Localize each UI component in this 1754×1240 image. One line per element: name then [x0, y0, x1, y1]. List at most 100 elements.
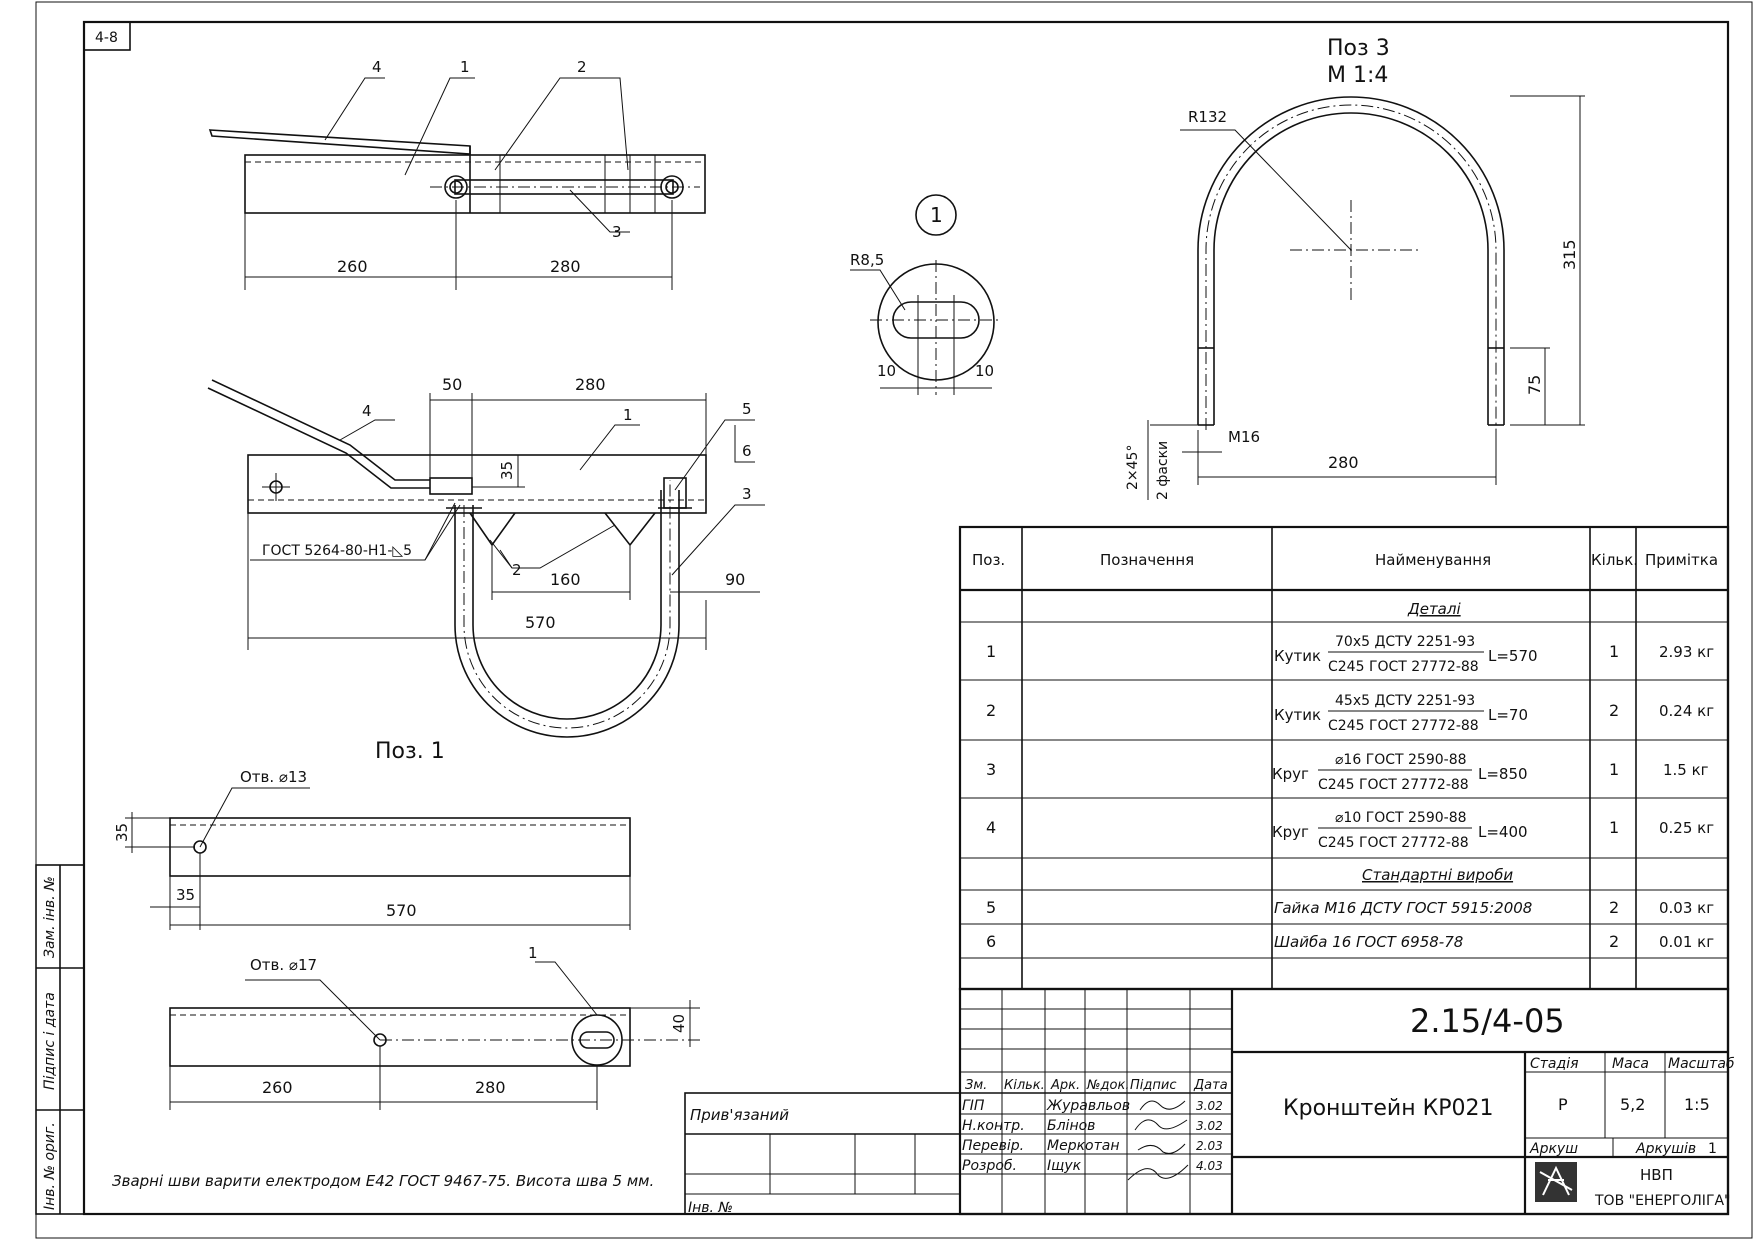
spec-row-2: 2 Кутик 45х5 ДСТУ 2251-93 С245 ГОСТ 2777…	[986, 693, 1714, 734]
pos3-title-2: М 1:4	[1327, 63, 1388, 88]
svg-text:1: 1	[1708, 1141, 1717, 1157]
svg-text:С245 ГОСТ 27772-88: С245 ГОСТ 27772-88	[1328, 718, 1479, 734]
corner-box	[83, 21, 131, 51]
svg-text:Р: Р	[1558, 1095, 1568, 1114]
front-dim-90: 90	[725, 570, 745, 589]
svg-text:Дата: Дата	[1193, 1078, 1228, 1093]
svg-text:ТОВ "ЕНЕРГОЛІГА": ТОВ "ЕНЕРГОЛІГА"	[1594, 1193, 1731, 1209]
pos3-title-1: Поз 3	[1327, 36, 1390, 61]
svg-text:0.01 кг: 0.01 кг	[1659, 933, 1714, 951]
svg-text:Перевір.: Перевір.	[962, 1138, 1024, 1154]
svg-text:1: 1	[1609, 642, 1619, 661]
inv-no-label: Інв. №	[688, 1200, 733, 1216]
spec-table: Поз. Позначення Найменування Кільк. Прим…	[958, 525, 1730, 991]
svg-text:⌀10 ГОСТ 2590-88: ⌀10 ГОСТ 2590-88	[1335, 810, 1467, 826]
svg-text:Арк.: Арк.	[1050, 1078, 1080, 1093]
svg-text:Зм.: Зм.	[965, 1078, 987, 1093]
svg-text:1:5: 1:5	[1684, 1095, 1710, 1114]
doc-code: 2.15/4-05	[1410, 1002, 1565, 1040]
svg-text:С245 ГОСТ 27772-88: С245 ГОСТ 27772-88	[1328, 659, 1479, 675]
weld-instructions: Зварні шви варити електродом Е42 ГОСТ 94…	[112, 1172, 654, 1190]
svg-text:С245 ГОСТ 27772-88: С245 ГОСТ 27772-88	[1318, 777, 1469, 793]
svg-text:2: 2	[986, 701, 996, 720]
pos1a-dim-35v: 35	[113, 823, 131, 842]
corner-code: 4-8	[95, 30, 118, 46]
svg-text:5: 5	[986, 898, 996, 917]
front-dim-280: 280	[575, 375, 606, 394]
svg-text:Шайба 16 ГОСТ 6958-78: Шайба 16 ГОСТ 6958-78	[1274, 933, 1463, 951]
front-callout-4: 4	[362, 402, 372, 420]
svg-text:Круг: Круг	[1272, 823, 1309, 841]
svg-text:№док.: №док.	[1086, 1078, 1129, 1093]
svg-text:Меркотан: Меркотан	[1047, 1138, 1120, 1154]
svg-text:2: 2	[1609, 932, 1619, 951]
svg-text:4.03: 4.03	[1196, 1159, 1223, 1173]
svg-text:С245 ГОСТ 27772-88: С245 ГОСТ 27772-88	[1318, 835, 1469, 851]
weld-note: ГОСТ 5264-80-Н1-◺5	[262, 543, 412, 559]
pos1b-dim-280: 280	[475, 1078, 506, 1097]
hole13-label: Отв. ⌀13	[240, 768, 307, 786]
svg-text:6: 6	[986, 932, 996, 951]
pos3-view: Поз 3 М 1:4 R132 315 75 280 М16 2×45° 2 …	[1125, 36, 1585, 500]
svg-text:L=70: L=70	[1488, 706, 1528, 724]
org-logo	[1535, 1162, 1577, 1202]
svg-text:Круг: Круг	[1272, 765, 1309, 783]
spec-row-6: 6 Шайба 16 ГОСТ 6958-78 2 0.01 кг	[986, 932, 1714, 951]
svg-text:Кільк.: Кільк.	[1004, 1078, 1045, 1093]
svg-text:Блінов: Блінов	[1047, 1118, 1095, 1134]
spec-header-note: Примітка	[1645, 551, 1718, 569]
svg-text:ГІП: ГІП	[962, 1098, 985, 1114]
svg-text:5,2: 5,2	[1620, 1095, 1645, 1114]
svg-text:0.24 кг: 0.24 кг	[1659, 702, 1714, 720]
svg-text:L=570: L=570	[1488, 647, 1538, 665]
svg-text:Аркуш: Аркуш	[1529, 1141, 1578, 1157]
svg-text:0.25 кг: 0.25 кг	[1659, 819, 1714, 837]
top-callout-4: 4	[372, 58, 382, 76]
hole17-label: Отв. ⌀17	[250, 956, 317, 974]
svg-text:2: 2	[1609, 701, 1619, 720]
spec-header-qty: Кільк.	[1591, 551, 1638, 569]
svg-text:Підпис: Підпис	[1130, 1078, 1176, 1093]
spec-header-name: Найменування	[1375, 551, 1491, 569]
svg-text:Стадія: Стадія	[1530, 1056, 1579, 1072]
side-label-zam: Зам. інв. №	[42, 876, 58, 958]
pos3-chamfer-1: 2×45°	[1125, 445, 1141, 490]
svg-text:Іщук: Іщук	[1047, 1158, 1082, 1174]
top-callout-3: 3	[612, 223, 622, 241]
spec-header-designation: Позначення	[1100, 551, 1194, 569]
svg-text:Розроб.: Розроб.	[962, 1158, 1017, 1174]
detail-radius: R8,5	[850, 251, 884, 269]
svg-text:⌀16 ГОСТ 2590-88: ⌀16 ГОСТ 2590-88	[1335, 752, 1467, 768]
svg-text:1: 1	[986, 642, 996, 661]
front-dim-570: 570	[525, 613, 556, 632]
section-std: Стандартні вироби	[1362, 866, 1513, 884]
detail-dim-10b: 10	[975, 362, 994, 380]
pos3-dim-75: 75	[1525, 375, 1544, 395]
front-callout-6: 6	[742, 442, 752, 460]
front-callout-2: 2	[512, 561, 522, 579]
front-dim-50: 50	[442, 375, 462, 394]
outer-frame	[35, 1, 1753, 1239]
spec-row-4: 4 Круг ⌀10 ГОСТ 2590-88 С245 ГОСТ 27772-…	[986, 810, 1714, 851]
front-callout-3: 3	[742, 485, 752, 503]
top-dim-280: 280	[550, 257, 581, 276]
pos1a-dim-570: 570	[386, 901, 417, 920]
svg-text:Маса: Маса	[1612, 1056, 1649, 1072]
svg-text:Аркушів: Аркушів	[1635, 1141, 1696, 1157]
front-dim-160: 160	[550, 570, 581, 589]
svg-text:45х5 ДСТУ 2251-93: 45х5 ДСТУ 2251-93	[1335, 693, 1475, 709]
spec-row-5: 5 Гайка М16 ДСТУ ГОСТ 5915:2008 2 0.03 к…	[986, 898, 1714, 917]
pos3-thread: М16	[1228, 428, 1260, 446]
svg-text:Гайка М16 ДСТУ ГОСТ 5915:2008: Гайка М16 ДСТУ ГОСТ 5915:2008	[1274, 899, 1532, 917]
svg-text:НВП: НВП	[1640, 1166, 1673, 1184]
svg-text:2.93 кг: 2.93 кг	[1659, 643, 1714, 661]
top-callout-1: 1	[460, 58, 470, 76]
pos1-title: Поз. 1	[375, 739, 445, 764]
front-callout-1: 1	[623, 406, 633, 424]
svg-text:Кутик: Кутик	[1274, 706, 1321, 724]
part-name: Кронштейн КР021	[1283, 1096, 1493, 1121]
svg-text:2.03: 2.03	[1196, 1139, 1223, 1153]
top-dim-260: 260	[337, 257, 368, 276]
svg-text:Масштаб: Масштаб	[1668, 1056, 1735, 1072]
